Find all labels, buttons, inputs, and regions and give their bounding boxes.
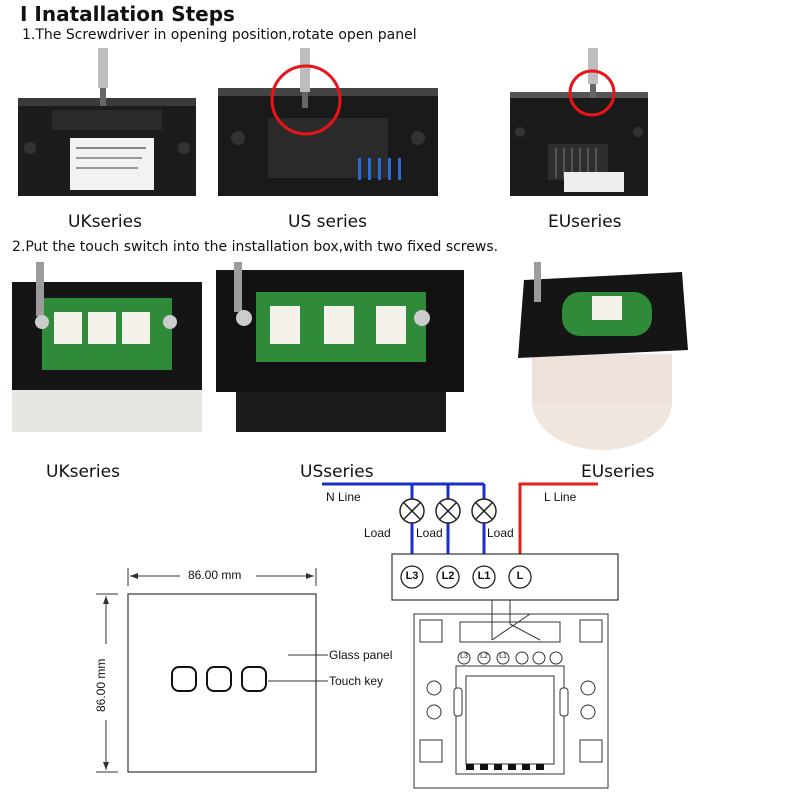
touch-key-label: Touch key: [329, 674, 384, 688]
uk-install-box-photo: [12, 262, 202, 432]
highlight-circle: [270, 64, 342, 136]
step-2-text: 2.Put the touch switch into the installa…: [12, 239, 499, 255]
eu-series-label-2: EUseries: [581, 462, 655, 482]
l-line-wire: [518, 482, 598, 566]
eu-open-panel-photo: [508, 48, 650, 196]
glass-panel-label: Glass panel: [329, 648, 393, 662]
eu-install-box-photo: [510, 262, 695, 452]
touch-key-3: [241, 666, 267, 692]
eu-series-label: EUseries: [548, 212, 622, 232]
height-dimension: 86.00 mm: [94, 658, 108, 712]
load-label-2: Load: [416, 526, 443, 540]
width-dimension: 86.00 mm: [188, 568, 242, 582]
touch-key-2: [206, 666, 232, 692]
step-1-text: 1.The Screwdriver in opening position,ro…: [22, 27, 417, 43]
touch-key-1: [171, 666, 197, 692]
switch-back-board: [413, 613, 609, 789]
load-label-1: Load: [364, 526, 391, 540]
us-open-panel-photo: [218, 48, 438, 196]
terminal-l1: L1: [477, 570, 491, 582]
l-line-label: L Line: [544, 490, 577, 504]
page-title: I Inatallation Steps: [20, 2, 235, 26]
uk-series-label: UKseries: [68, 212, 142, 232]
highlight-circle: [568, 69, 616, 117]
terminal-l3: L3: [405, 570, 419, 582]
us-series-label: US series: [288, 212, 367, 232]
terminal-l2: L2: [441, 570, 455, 582]
load-label-3: Load: [487, 526, 514, 540]
us-series-label-2: USseries: [300, 462, 374, 482]
terminal-l: L: [516, 570, 524, 582]
us-install-box-photo: [216, 262, 464, 432]
glass-panel-outline: [127, 593, 317, 773]
board-terminal-l2: L2: [480, 653, 488, 660]
uk-series-label-2: UKseries: [46, 462, 120, 482]
board-terminal-l1: L1: [499, 653, 507, 660]
terminal-block: [391, 553, 619, 601]
board-terminal-l3: L3: [460, 653, 468, 660]
n-line-label: N Line: [326, 490, 361, 504]
uk-open-panel-photo: [12, 48, 202, 196]
